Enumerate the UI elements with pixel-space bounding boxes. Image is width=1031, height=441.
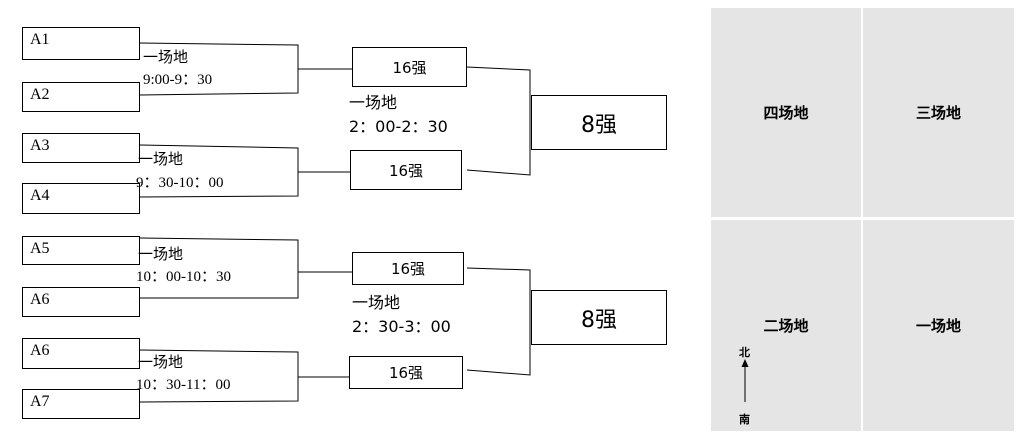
team-box: A6	[22, 338, 140, 369]
round16-box: 16强	[352, 252, 464, 285]
compass-south-label: 南	[739, 413, 750, 426]
compass-north-label: 北	[739, 346, 750, 359]
field-one: 一场地	[863, 220, 1014, 431]
field-four: 四场地	[711, 8, 861, 217]
field-three: 三场地	[863, 8, 1014, 217]
north-arrow-icon	[741, 359, 749, 402]
match-time: 10：00-10：30	[136, 269, 231, 285]
team-box: A5	[22, 236, 140, 265]
team-box: A3	[22, 133, 140, 163]
round8-box: 8强	[531, 95, 667, 150]
match-venue: 一场地	[138, 353, 184, 371]
team-box: A4	[22, 183, 140, 214]
team-box: A2	[22, 82, 140, 112]
match-time: 10：30-11：00	[136, 377, 231, 393]
team-box: A6	[22, 287, 140, 317]
bracket-connector	[466, 66, 531, 176]
bracket-connector	[466, 267, 531, 376]
round16-venue: 一场地	[349, 93, 398, 112]
round16-time: 2：00-2：30	[349, 117, 448, 136]
bracket-lines	[139, 42, 531, 403]
team-box: A1	[22, 27, 140, 60]
round16-time: 2：30-3：00	[352, 317, 451, 336]
match-venue: 一场地	[138, 245, 184, 263]
match-time: 9:00-9：30	[143, 72, 213, 88]
round8-box: 8强	[531, 290, 667, 345]
match-venue: 一场地	[138, 150, 184, 168]
bracket-connector	[139, 237, 299, 299]
team-box: A7	[22, 389, 140, 419]
round16-box: 16强	[352, 47, 467, 87]
round16-venue: 一场地	[352, 293, 401, 312]
match-time: 9：30-10：00	[136, 175, 224, 191]
round16-box: 16强	[350, 150, 462, 190]
match-venue: 一场地	[143, 48, 189, 66]
round16-box: 16强	[349, 356, 463, 389]
field-two: 二场地	[711, 220, 861, 431]
